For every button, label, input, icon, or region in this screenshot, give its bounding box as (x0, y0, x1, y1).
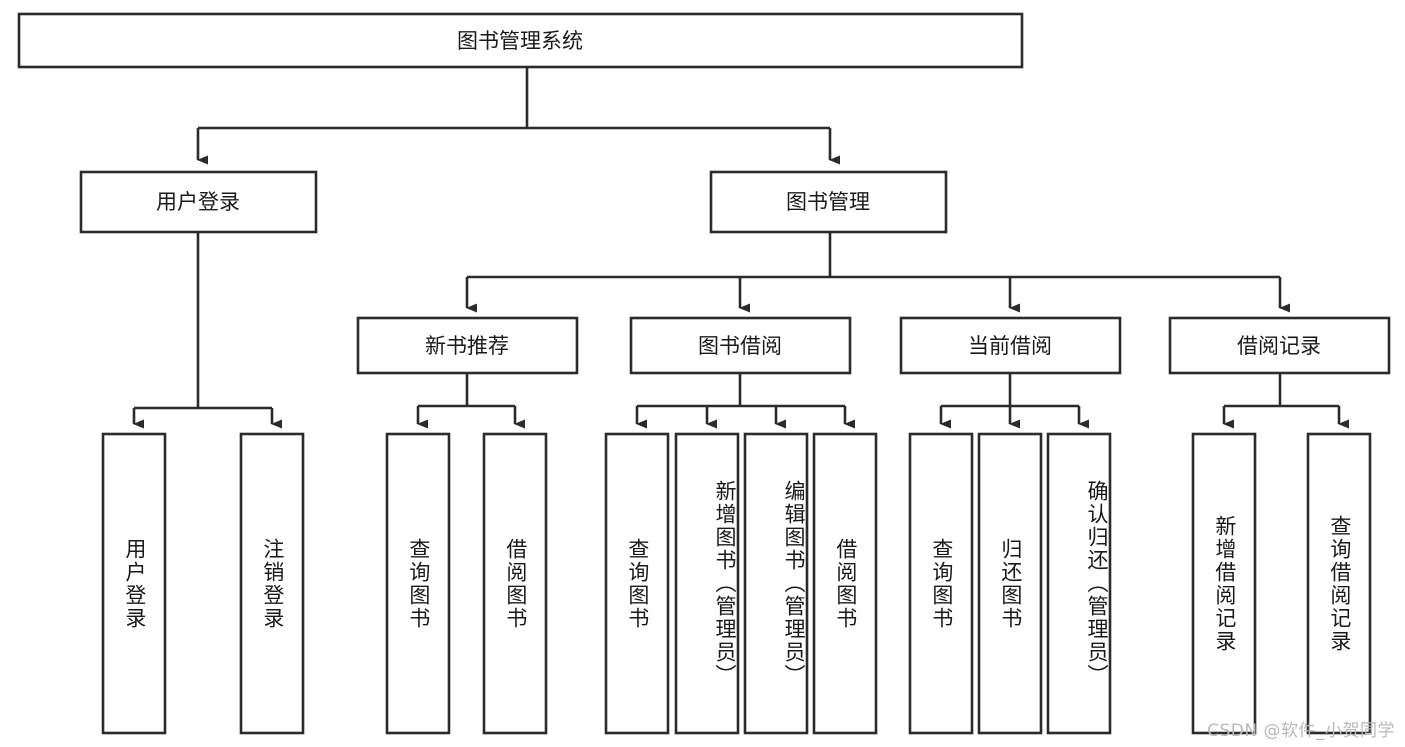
node-user-login[interactable]: 用户登录 (79, 170, 318, 234)
node-current-borrow[interactable]: 当前借阅 (899, 316, 1122, 375)
leaf-box-user-login-1[interactable] (239, 432, 305, 735)
leaf-box-current-borrow-1[interactable] (977, 432, 1043, 735)
node-new-book-recommend-label: 新书推荐 (425, 334, 509, 358)
node-book-management-label: 图书管理 (786, 190, 870, 214)
connector-user-login-to-leaves (132, 232, 282, 429)
node-book-borrow[interactable]: 图书借阅 (629, 316, 852, 375)
leaf-box-borrow-record-0[interactable] (1191, 432, 1257, 735)
node-new-book-recommend[interactable]: 新书推荐 (356, 316, 579, 375)
connector-current-borrow-to-leaves (939, 373, 1089, 429)
node-borrow-record[interactable]: 借阅记录 (1168, 316, 1391, 375)
csdn-watermark: CSDN @软件_小贺同学 (1207, 721, 1395, 741)
node-root[interactable]: 图书管理系统 (17, 12, 1024, 69)
node-root-label: 图书管理系统 (457, 29, 583, 53)
leaf-box-new-book-0[interactable] (385, 432, 451, 735)
node-book-management[interactable]: 图书管理 (709, 170, 948, 234)
connector-new-book-to-leaves (416, 373, 525, 429)
leaf-box-borrow-record-1[interactable] (1306, 432, 1372, 735)
leaf-box-user-login-0[interactable] (101, 432, 167, 735)
connector-book-management-to-level3 (465, 232, 1290, 313)
leaf-box-book-borrow-0[interactable] (604, 432, 670, 735)
connector-borrow-record-to-leaves (1222, 373, 1349, 429)
leaf-box-current-borrow-2[interactable] (1046, 432, 1112, 735)
leaf-box-book-borrow-2[interactable] (743, 432, 809, 735)
node-borrow-record-label: 借阅记录 (1237, 334, 1321, 358)
connector-root-to-level2 (196, 67, 840, 165)
node-current-borrow-label: 当前借阅 (968, 334, 1052, 358)
leaf-box-book-borrow-3[interactable] (812, 432, 878, 735)
node-user-login-label: 用户登录 (156, 190, 240, 214)
node-book-borrow-label: 图书借阅 (698, 334, 782, 358)
leaf-box-book-borrow-1[interactable] (674, 432, 740, 735)
connector-book-borrow-to-leaves (635, 373, 855, 429)
leaf-box-new-book-1[interactable] (482, 432, 548, 735)
leaf-box-current-borrow-0[interactable] (908, 432, 974, 735)
